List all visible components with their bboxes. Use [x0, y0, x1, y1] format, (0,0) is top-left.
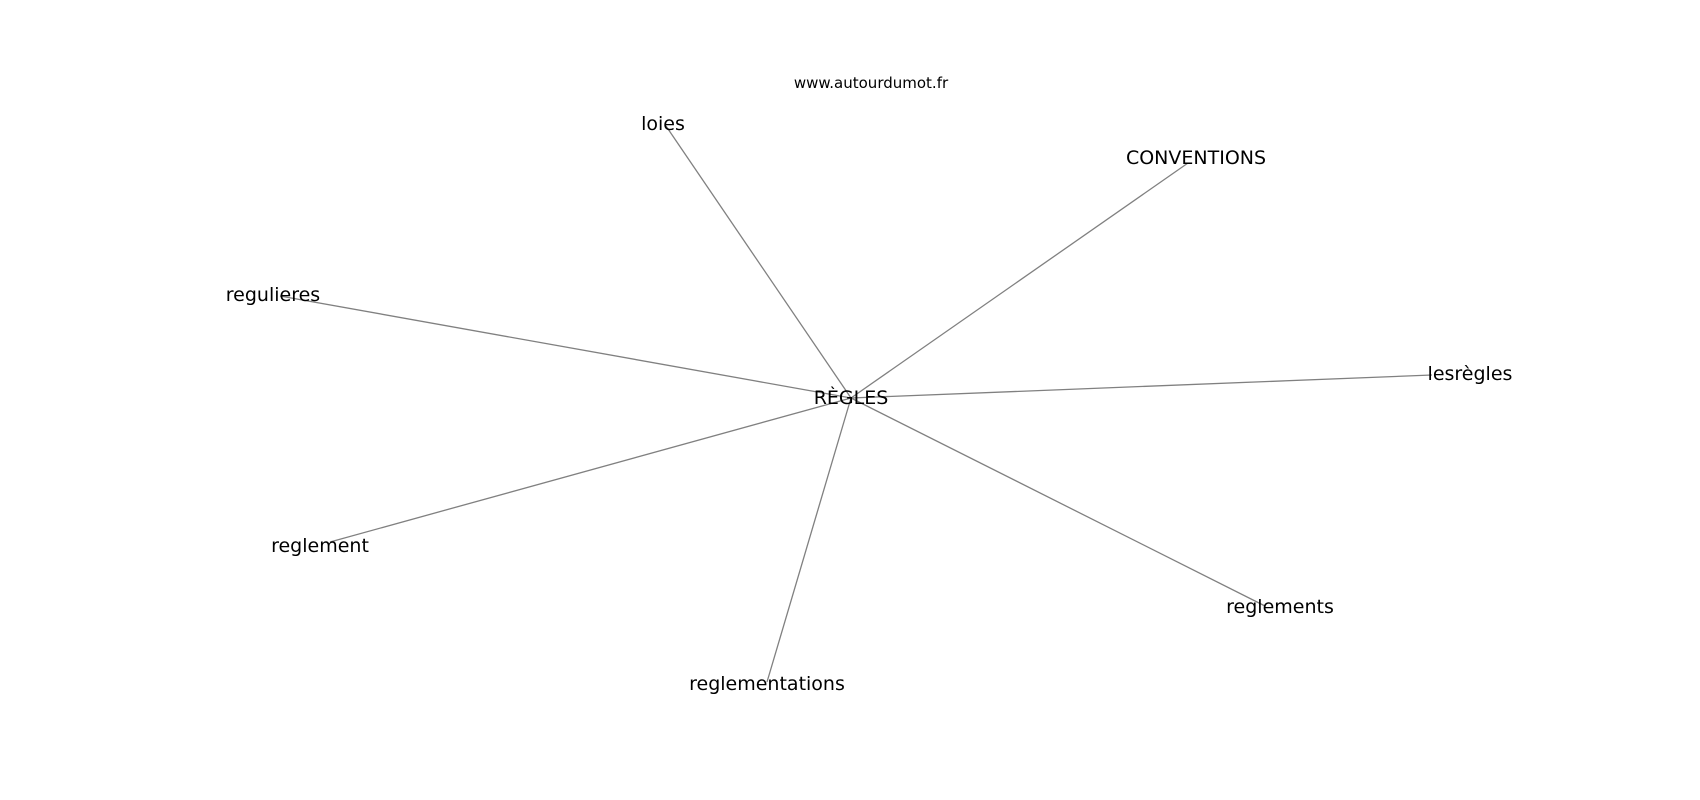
- node-regulieres: regulieres: [226, 284, 320, 306]
- graph-edges: [279, 125, 1433, 683]
- graph-labels: www.autourdumot.fr RÈGLES loies CONVENTI…: [226, 74, 1513, 695]
- edge-reglement: [329, 397, 852, 543]
- node-conventions: CONVENTIONS: [1126, 147, 1266, 169]
- edge-regulieres: [279, 295, 852, 399]
- node-loies: loies: [641, 113, 685, 135]
- node-reglement: reglement: [271, 535, 369, 557]
- edge-reglements: [850, 397, 1266, 607]
- watermark-text: www.autourdumot.fr: [794, 74, 949, 92]
- edge-reglementations: [766, 397, 852, 683]
- edge-conventions: [850, 162, 1189, 399]
- node-center: RÈGLES: [814, 386, 889, 409]
- node-reglements: reglements: [1226, 596, 1334, 618]
- edge-lesregles: [850, 374, 1433, 399]
- node-lesregles: lesrègles: [1428, 363, 1513, 385]
- node-reglementations: reglementations: [689, 673, 845, 695]
- edge-loies: [665, 125, 852, 399]
